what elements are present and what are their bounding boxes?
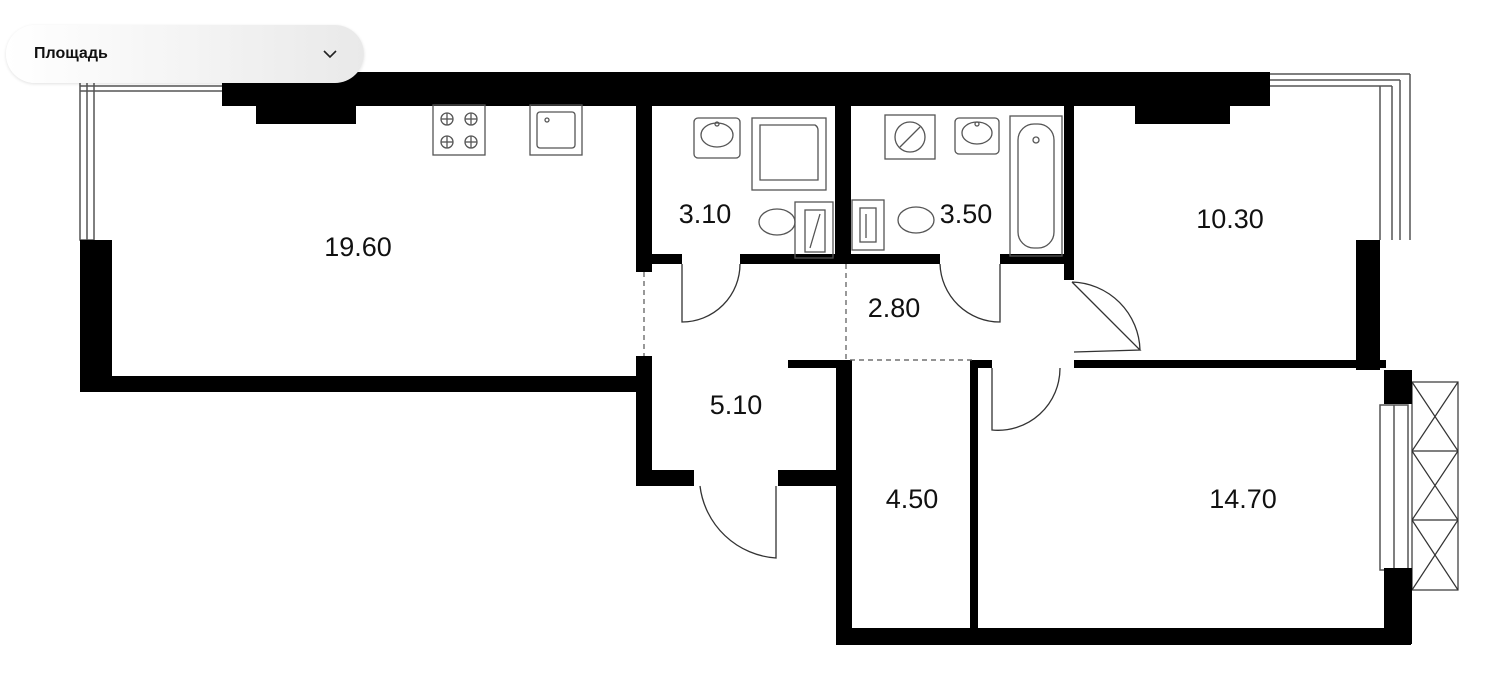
door-entrance: [699, 485, 777, 559]
toilet-icon-2: [851, 199, 935, 251]
walls: [80, 72, 1412, 645]
zone-boundaries: [643, 264, 972, 361]
door-bath2: [939, 263, 1001, 323]
area-bedroom-1: 10.30: [1196, 204, 1264, 234]
area-bathroom-1: 3.10: [679, 199, 732, 229]
fixtures: [432, 104, 1063, 259]
door-bath1: [681, 263, 741, 323]
washbasin-icon-2: [954, 117, 1000, 155]
stove-icon: [432, 104, 486, 156]
area-corridor: 2.80: [868, 293, 921, 323]
bathtub-icon: [1009, 115, 1063, 257]
area-storage: 4.50: [886, 484, 939, 514]
balcony: [1411, 381, 1459, 591]
kitchen-sink-icon: [529, 104, 583, 156]
washbasin-icon: [693, 117, 741, 159]
door-bedroom1: [1071, 281, 1142, 353]
area-filter-dropdown[interactable]: Площадь: [6, 25, 364, 83]
shower-icon: [751, 117, 827, 191]
chevron-down-icon: [323, 50, 337, 59]
washing-machine-icon: [884, 114, 936, 160]
area-filter-label: Площадь: [34, 45, 108, 62]
doors: [681, 263, 1142, 559]
toilet-icon: [758, 201, 834, 259]
area-kitchen-living: 19.60: [324, 232, 392, 262]
area-bedroom-2: 14.70: [1209, 484, 1277, 514]
room-labels: 19.60 3.10 3.50 10.30 2.80 5.10 4.50 14.…: [324, 199, 1277, 514]
area-bathroom-2: 3.50: [940, 199, 993, 229]
area-hall: 5.10: [710, 390, 763, 420]
door-bedroom2: [991, 367, 1061, 431]
